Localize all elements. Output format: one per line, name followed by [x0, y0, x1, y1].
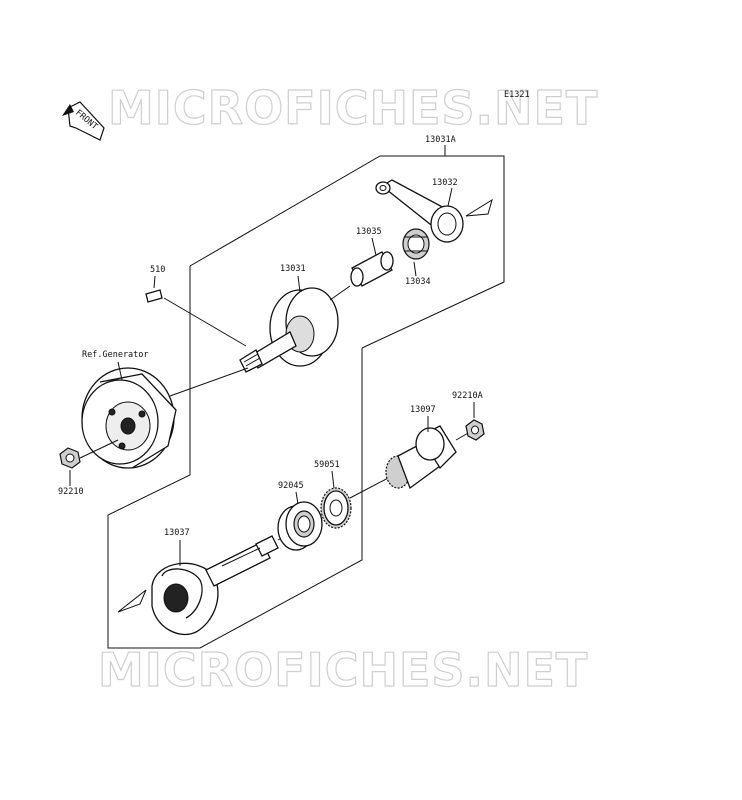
label-13031A: 13031A — [425, 135, 456, 145]
label-13031: 13031 — [280, 264, 306, 274]
label-13097: 13097 — [410, 405, 436, 415]
label-ref-generator: Ref.Generator — [82, 350, 149, 360]
label-92045: 92045 — [278, 481, 304, 491]
watermark-bottom: MICROFICHES.NET — [98, 643, 588, 697]
label-59051: 59051 — [314, 460, 340, 470]
label-13035: 13035 — [356, 227, 382, 237]
label-510: 510 — [150, 265, 165, 275]
needle-bearing-13034 — [402, 228, 430, 260]
front-arrow-icon: FRONT — [62, 101, 105, 141]
ball-bearing-92045 — [277, 501, 323, 551]
label-92210: 92210 — [58, 487, 84, 497]
label-13032: 13032 — [432, 178, 458, 188]
gear-59051 — [320, 475, 393, 529]
nut-92210 — [59, 439, 119, 469]
label-92210A: 92210A — [452, 391, 483, 401]
generator-flywheel — [81, 367, 249, 469]
crank-pin-13035 — [350, 251, 394, 287]
woodruff-key-510 — [145, 289, 163, 303]
bracket-13031a — [189, 155, 505, 349]
connecting-rod-13032 — [375, 179, 464, 243]
crankshaft-13031 — [239, 285, 351, 373]
label-13037: 13037 — [164, 528, 190, 538]
label-13034: 13034 — [405, 277, 431, 287]
nut-92210a — [465, 419, 485, 441]
watermark-top: MICROFICHES.NET — [108, 81, 598, 135]
ref-code: E1321 — [504, 90, 530, 100]
balancer-shaft-13097 — [385, 425, 471, 490]
crankshaft-13037 — [151, 531, 293, 636]
